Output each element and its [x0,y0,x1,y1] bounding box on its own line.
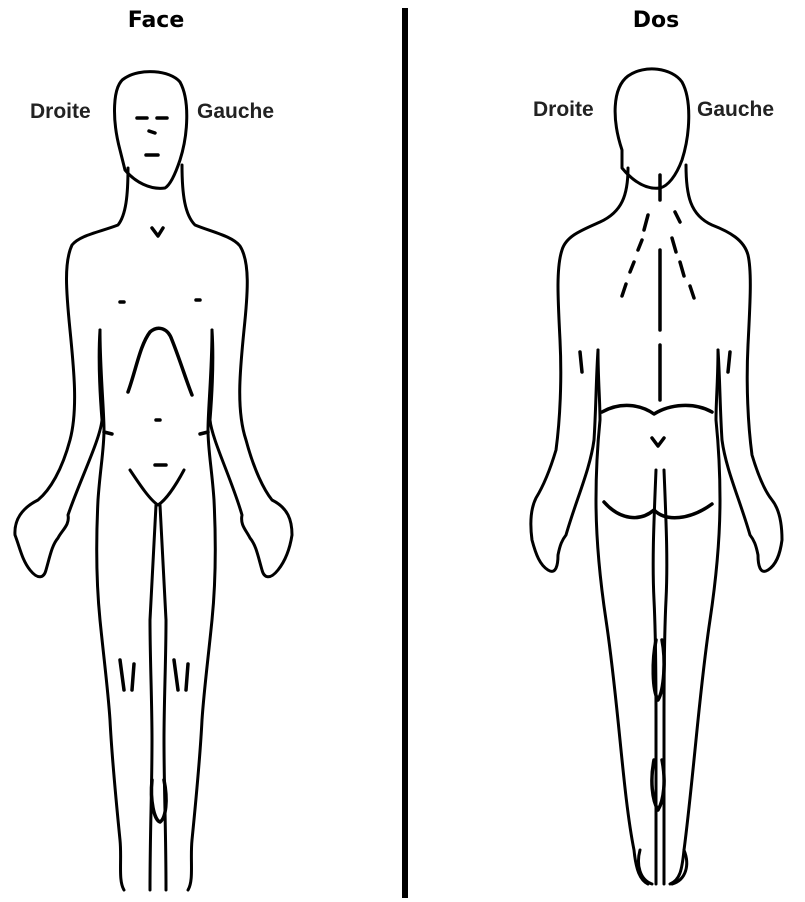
back-body-outline [0,0,805,902]
